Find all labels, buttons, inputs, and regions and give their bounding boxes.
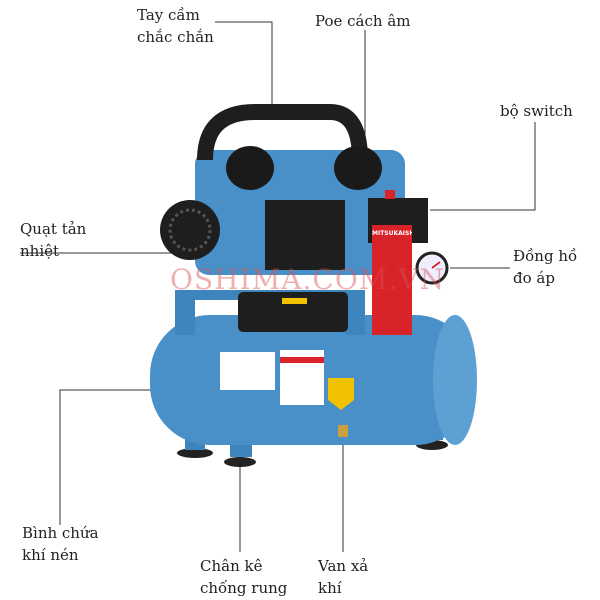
muffler-right <box>334 146 382 190</box>
label-muffler: Poe cách âm <box>315 12 411 30</box>
motor <box>265 200 345 270</box>
leader-lines <box>20 21 536 552</box>
handle <box>197 104 368 161</box>
drain-valve <box>338 425 348 437</box>
product-tag <box>372 225 412 335</box>
muffler-left <box>226 146 274 190</box>
watermark: OSHIMA.COM.VN <box>170 263 446 296</box>
label-switch: bộ switch <box>500 102 573 120</box>
